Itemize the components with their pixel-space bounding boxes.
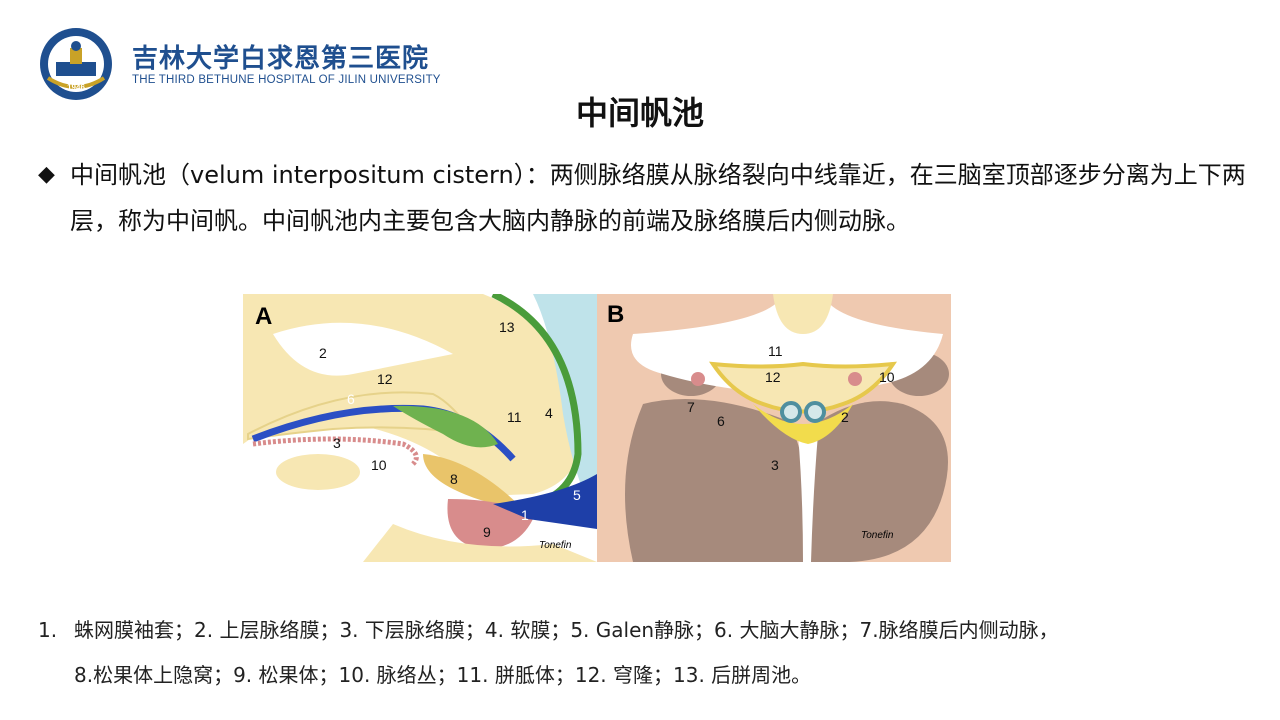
third-ventricle-shape [798, 434, 818, 562]
label-a-9: 9 [483, 524, 491, 540]
label-a-6: 6 [347, 391, 355, 407]
panel-a: A 13 2 12 6 4 11 3 10 8 5 1 9 Tonefin [243, 294, 597, 562]
legend-number: 1. [38, 618, 58, 642]
label-a-1: 1 [521, 507, 529, 523]
right-internal-vein-icon [804, 401, 826, 423]
thalamus-shape-a [276, 454, 360, 490]
label-a-10: 10 [371, 457, 387, 473]
cistern-shape [533, 294, 597, 524]
label-a-8: 8 [450, 471, 458, 487]
right-thalamus-shape [805, 401, 948, 562]
legend-line-2: 8.松果体上隐窝；9. 松果体；10. 脉络丛；11. 胼胝体；12. 穹隆；1… [74, 663, 812, 687]
label-a-2: 2 [319, 345, 327, 361]
velum-interpositum-shape [753, 404, 853, 444]
brand-chinese-name: 吉林大学白求恩第三医院 [132, 44, 430, 74]
label-a-4: 4 [545, 405, 553, 421]
suprapineal-recess-shape [423, 454, 523, 509]
left-choroid-plexus-icon [691, 372, 705, 386]
brand-english-name: THE THIRD BETHUNE HOSPITAL OF JILIN UNIV… [132, 74, 441, 86]
fornix-body-shape [708, 361, 898, 414]
label-a-3: 3 [333, 435, 341, 451]
diamond-bullet-icon: ◆ [38, 162, 55, 187]
septum-shape [773, 294, 833, 334]
galen-vein-shape [493, 474, 597, 529]
label-b-12: 12 [765, 369, 781, 385]
legend-line-1-text: 蛛网膜袖套；2. 上层脉络膜；3. 下层脉络膜；4. 软膜；5. Galen静脉… [74, 618, 1059, 642]
anatomy-figure: A 13 2 12 6 4 11 3 10 8 5 1 9 Tonefin [243, 294, 951, 562]
label-a-5: 5 [573, 487, 581, 503]
label-a-11: 11 [507, 409, 522, 425]
right-choroid-plexus-icon [848, 372, 862, 386]
left-internal-vein-icon [780, 401, 802, 423]
logo-year: 1946 [67, 83, 85, 92]
label-b-11: 11 [768, 343, 783, 359]
brainstem-shape [363, 524, 597, 562]
choroid-green-shape [393, 405, 498, 448]
definition-text: 中间帆池（velum interpositum cistern）：两侧脉络膜从脉… [70, 161, 1246, 235]
legend-line-1: 1. 蛛网膜袖套；2. 上层脉络膜；3. 下层脉络膜；4. 软膜；5. Galen… [38, 608, 1248, 653]
page-title: 中间帆池 [575, 94, 704, 132]
definition-bullet: ◆ 中间帆池（velum interpositum cistern）：两侧脉络膜… [38, 152, 1248, 244]
label-b-2: 2 [841, 409, 849, 425]
signature-b: Tonefin [861, 530, 894, 541]
hospital-logo-icon: 1946 [40, 28, 112, 100]
panel-b-letter: B [607, 301, 624, 328]
panel-a-letter: A [255, 303, 272, 330]
label-b-7: 7 [687, 399, 695, 415]
hospital-header: 1946 吉林大学白求恩第三医院 THE THIRD BETHUNE HOSPI… [34, 26, 534, 102]
label-b-3: 3 [771, 457, 779, 473]
label-b-10: 10 [879, 369, 895, 385]
panel-b: B 11 12 10 7 6 2 3 Tonefin [597, 294, 951, 562]
ventricle-upper [273, 322, 453, 376]
figure-legend: 1. 蛛网膜袖套；2. 上层脉络膜；3. 下层脉络膜；4. 软膜；5. Galen… [38, 608, 1248, 698]
label-b-6: 6 [717, 413, 725, 429]
label-a-13: 13 [499, 319, 515, 335]
label-a-12: 12 [377, 371, 393, 387]
signature-a: Tonefin [539, 540, 572, 551]
left-thalamus-shape [625, 399, 806, 562]
